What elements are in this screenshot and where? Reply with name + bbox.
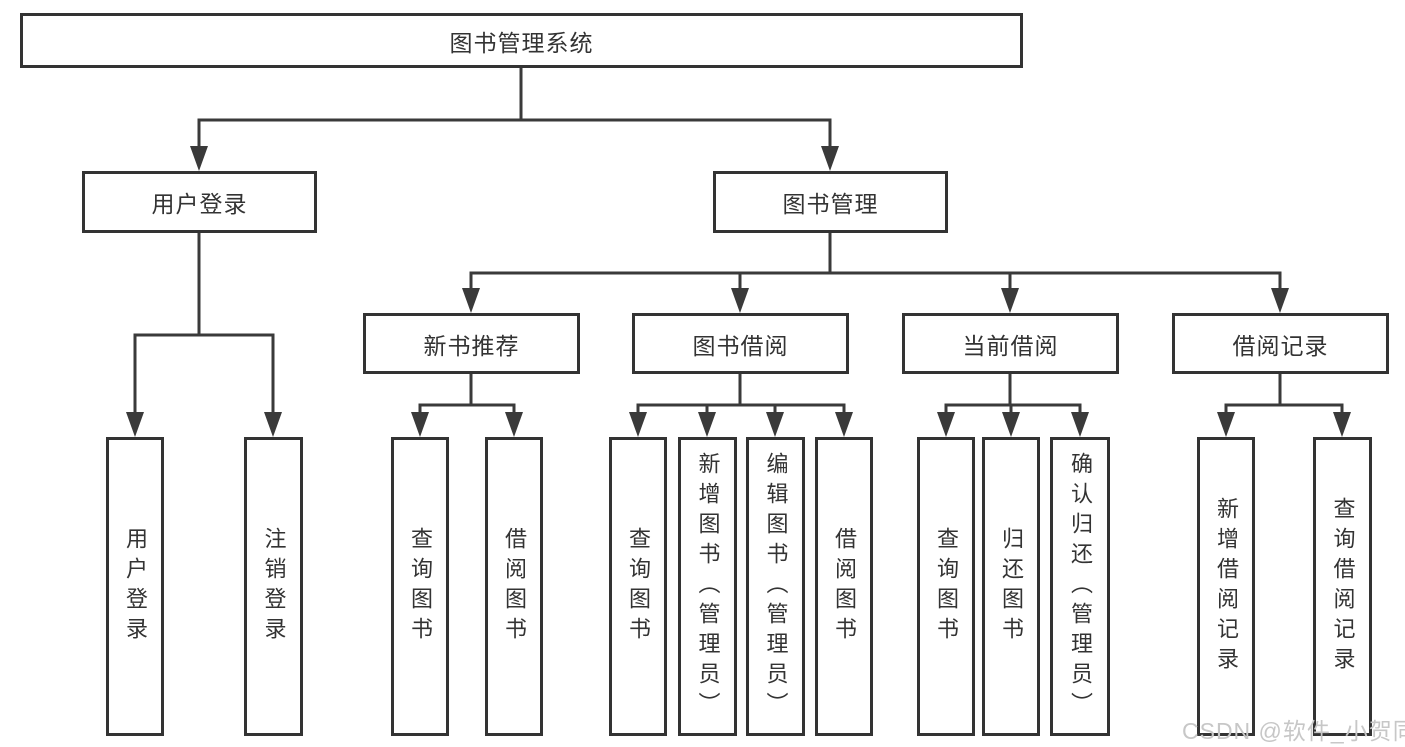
leaf-logout: 注销登录 xyxy=(244,437,303,736)
leaf-add-books-admin: 新增图书（管理员） xyxy=(678,437,737,736)
node-label: 图书借阅 xyxy=(692,332,789,359)
node-new-book-recommend: 新书推荐 xyxy=(363,313,580,374)
node-current-borrow: 当前借阅 xyxy=(902,313,1119,374)
leaf-current-query-books: 查询图书 xyxy=(917,437,975,736)
node-label: 归还图书 xyxy=(999,526,1024,647)
node-label: 新书推荐 xyxy=(423,332,520,359)
leaf-user-login: 用户登录 xyxy=(106,437,164,736)
node-label: 当前借阅 xyxy=(962,332,1059,359)
node-label: 用户登录 xyxy=(123,526,148,647)
leaf-recommend-borrow-books: 借阅图书 xyxy=(485,437,543,736)
node-label: 借阅图书 xyxy=(502,526,527,647)
node-label: 查询图书 xyxy=(408,526,433,647)
node-label: 查询图书 xyxy=(934,526,959,647)
node-label: 确认归还（管理员） xyxy=(1068,451,1093,722)
leaf-recommend-query-books: 查询图书 xyxy=(391,437,449,736)
leaf-borrow-query-books: 查询图书 xyxy=(609,437,667,736)
node-label: 借阅记录 xyxy=(1232,332,1329,359)
node-label: 查询图书 xyxy=(626,526,651,647)
node-label: 新增图书（管理员） xyxy=(695,451,721,722)
node-label: 编辑图书（管理员） xyxy=(763,451,789,722)
csdn-watermark: CSDN @软件_小贺同学 xyxy=(1182,718,1405,744)
leaf-query-borrow-record: 查询借阅记录 xyxy=(1313,437,1372,736)
leaf-borrow-books: 借阅图书 xyxy=(815,437,873,736)
leaf-add-borrow-record: 新增借阅记录 xyxy=(1197,437,1255,736)
node-book-management-branch: 图书管理 xyxy=(713,171,948,233)
node-label: 注销登录 xyxy=(261,526,287,647)
leaf-edit-books-admin: 编辑图书（管理员） xyxy=(746,437,805,736)
node-user-login-branch: 用户登录 xyxy=(82,171,317,233)
arrowhead-icons xyxy=(126,146,1351,437)
node-borrow-records: 借阅记录 xyxy=(1172,313,1389,374)
node-label: 借阅图书 xyxy=(832,526,857,647)
node-label: 查询借阅记录 xyxy=(1330,496,1356,677)
node-label: 图书管理 xyxy=(782,191,879,217)
node-label: 用户登录 xyxy=(151,191,248,217)
node-root-system: 图书管理系统 xyxy=(20,13,1023,68)
leaf-return-books: 归还图书 xyxy=(982,437,1040,736)
leaf-confirm-return-admin: 确认归还（管理员） xyxy=(1050,437,1110,736)
node-label: 新增借阅记录 xyxy=(1214,496,1239,677)
node-label: 图书管理系统 xyxy=(449,29,594,56)
node-book-borrow: 图书借阅 xyxy=(632,313,849,374)
